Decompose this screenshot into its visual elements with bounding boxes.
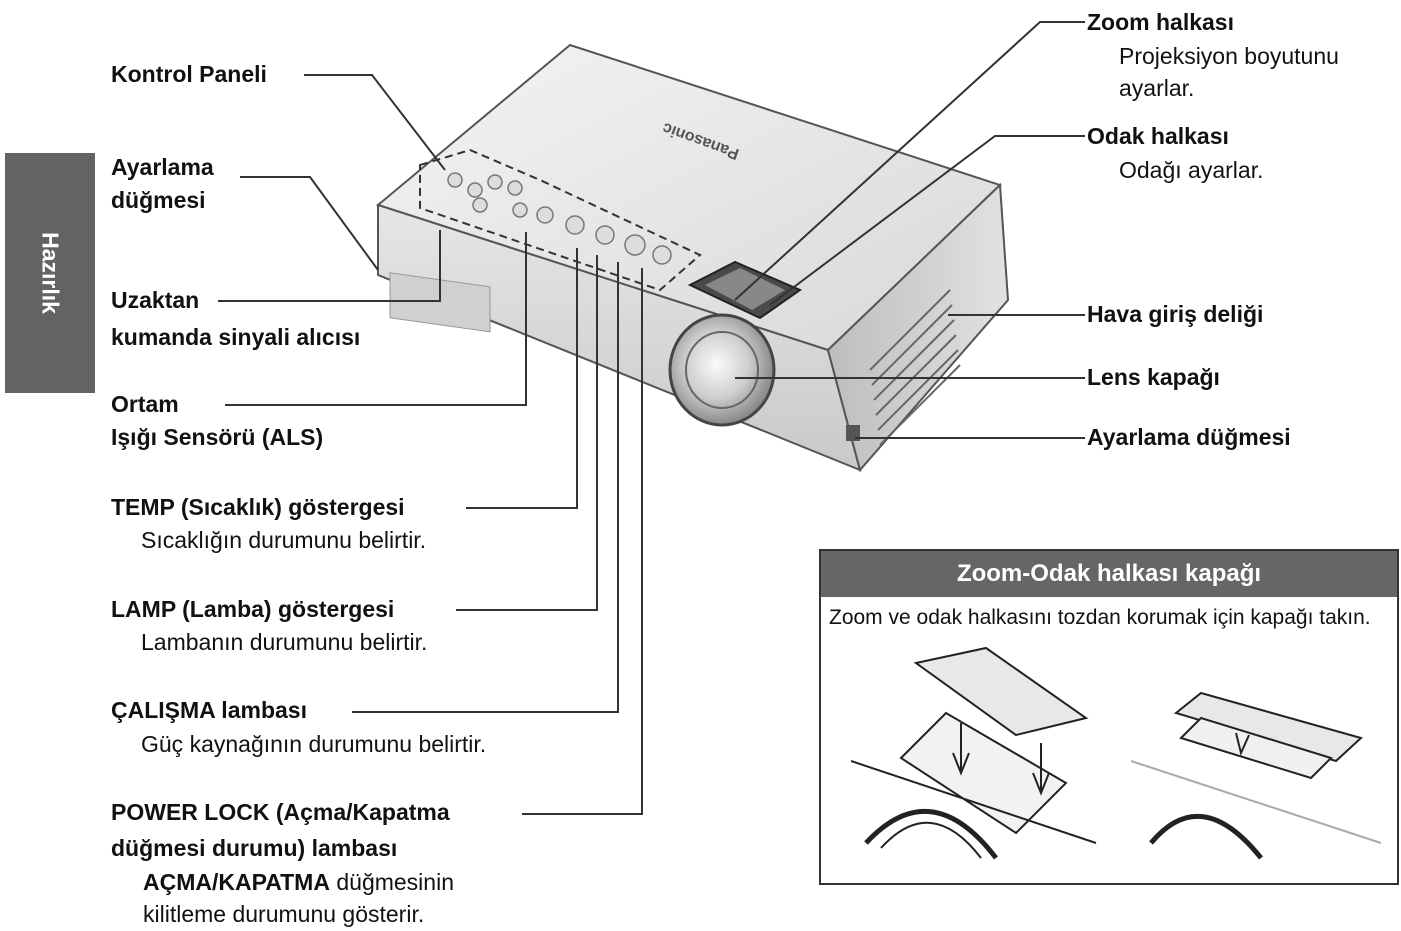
inset-title: Zoom-Odak halkası kapağı bbox=[821, 551, 1397, 597]
label-lamp-indicator: LAMP (Lamba) göstergesi bbox=[111, 596, 395, 622]
projector-body: Panasonic bbox=[375, 43, 1010, 473]
inset-text: Zoom ve odak halkasını tozdan korumak iç… bbox=[829, 606, 1371, 629]
label-control-panel: Kontrol Paneli bbox=[111, 61, 267, 87]
label-adjust-foot-left-1: Ayarlama bbox=[111, 154, 214, 180]
leader-lines bbox=[218, 21, 1085, 815]
desc-power-lock-2: kilitleme durumunu gösterir. bbox=[143, 901, 425, 927]
label-focus-ring: Odak halkası bbox=[1087, 123, 1229, 149]
inset-illustration bbox=[850, 646, 1382, 860]
desc-power-lock-rest: düğmesinin bbox=[329, 869, 454, 895]
label-adjust-foot-right: Ayarlama düğmesi bbox=[1087, 424, 1291, 450]
desc-power-lock-1: AÇMA/KAPATMA düğmesinin bbox=[111, 866, 454, 899]
label-lens-cover: Lens kapağı bbox=[1087, 364, 1220, 390]
desc-lamp-indicator: Lambanın durumunu belirtir. bbox=[141, 629, 428, 655]
label-adjust-foot-left-2: düğmesi bbox=[111, 187, 206, 213]
desc-temp-indicator: Sıcaklığın durumunu belirtir. bbox=[141, 527, 427, 553]
desc-zoom-ring-2: ayarlar. bbox=[1119, 75, 1195, 101]
inset-box: Zoom-Odak halkası kapağı Zoom ve odak ha… bbox=[819, 549, 1399, 885]
desc-power-lock-bold: AÇMA/KAPATMA bbox=[143, 869, 330, 895]
label-als-2: Işığı Sensörü (ALS) bbox=[111, 424, 324, 450]
label-temp-indicator: TEMP (Sıcaklık) göstergesi bbox=[111, 494, 405, 520]
desc-focus-ring: Odağı ayarlar. bbox=[1119, 157, 1264, 183]
label-remote-receiver-2: kumanda sinyali alıcısı bbox=[111, 324, 361, 350]
label-power-lock-2: düğmesi durumu) lambası bbox=[111, 835, 398, 861]
section-tab: Hazırlık bbox=[5, 153, 95, 393]
label-zoom-ring: Zoom halkası bbox=[1087, 9, 1234, 35]
label-on-lamp: ÇALIŞMA lambası bbox=[111, 697, 307, 723]
label-als-1: Ortam bbox=[111, 391, 179, 417]
desc-on-lamp: Güç kaynağının durumunu belirtir. bbox=[141, 731, 487, 757]
label-remote-receiver-1: Uzaktan bbox=[111, 287, 200, 313]
desc-zoom-ring-1: Projeksiyon boyutunu bbox=[1119, 43, 1339, 69]
label-power-lock-1: POWER LOCK (Açma/Kapatma bbox=[111, 799, 450, 825]
label-air-inlet: Hava giriş deliği bbox=[1087, 301, 1264, 327]
